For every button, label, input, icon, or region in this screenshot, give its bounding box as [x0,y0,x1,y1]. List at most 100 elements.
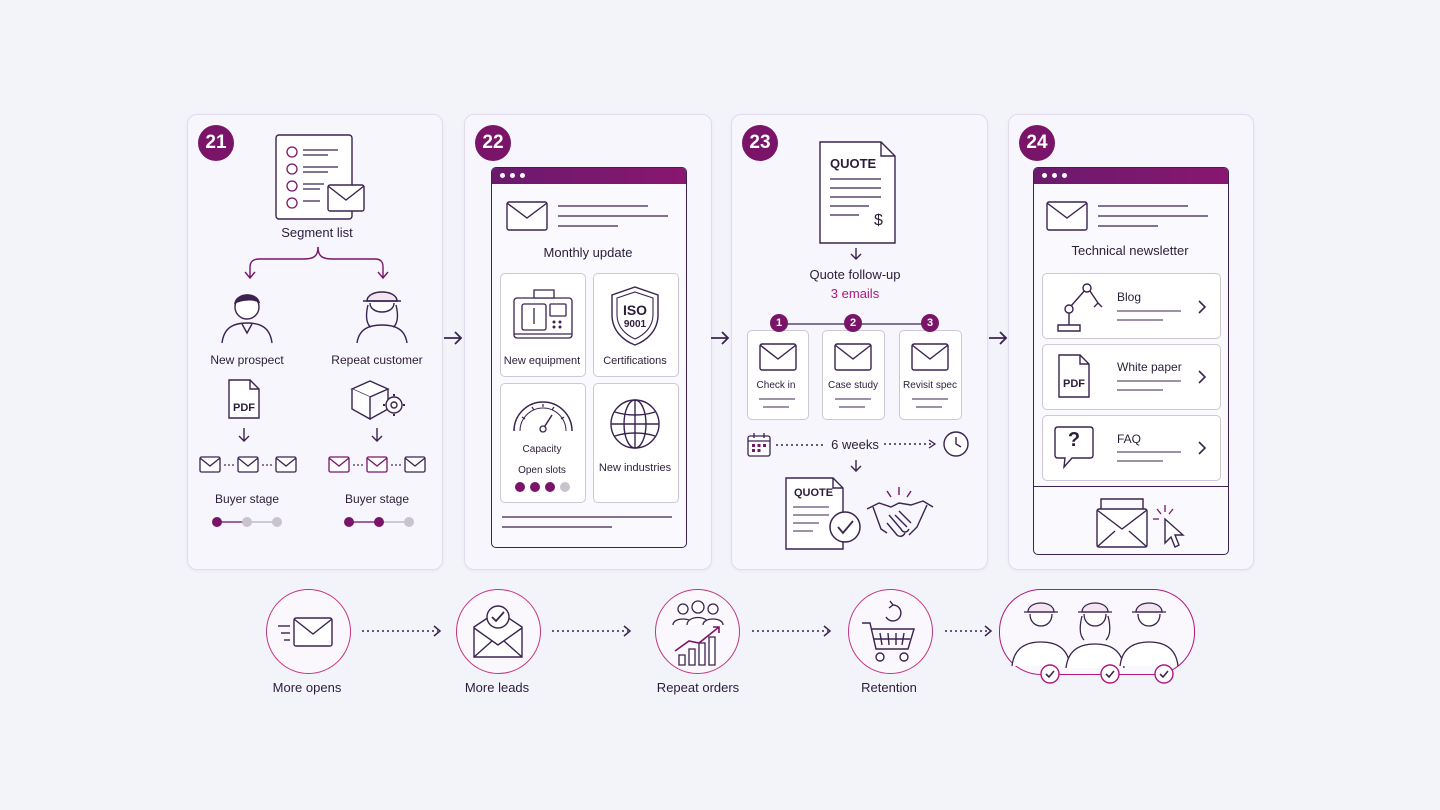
step-card-22: 22 Monthly update New equipment IS [464,114,712,570]
open-slots-label: Open slots [518,465,566,476]
calendar-icon [747,433,771,457]
email-step-label: Check in [756,380,796,391]
flow-arrow-icon [989,331,1008,345]
text-lines-icon [759,398,959,410]
down-arrow-icon [850,247,862,261]
outcome-label: More opens [272,680,342,695]
outcome-circle [848,589,933,674]
dotted-line-icon [776,443,828,447]
quote-label: QUOTE [830,156,877,171]
followup-title: Quote follow-up [809,267,901,282]
row-text-lines-icon [1117,311,1187,471]
step-badge: 21 [198,125,234,161]
pdf-icon [228,379,260,419]
flow-arrow-icon [444,331,463,345]
step-badge: 24 [1019,125,1055,161]
dotted-arrow-icon [884,438,938,450]
envelope-icon [1046,201,1088,231]
step-card-24: 24 Technical newsletter Blog P [1008,114,1254,570]
dotted-arrow-icon [362,625,444,637]
clock-icon [943,431,969,457]
window-titlebar [492,168,686,184]
cnc-machine-icon [512,288,574,344]
dotted-arrow-icon [552,625,634,637]
quote-label: QUOTE [794,487,834,499]
question-mark: ? [1067,429,1081,451]
cart-refresh-icon [860,599,920,665]
team-growth-icon [667,601,729,667]
email-sequence-icon [199,456,297,474]
followup-count: 3 emails [830,286,880,301]
step-badge: 22 [475,125,511,161]
content-row-label: Blog [1117,290,1142,304]
box-gear-icon [348,379,408,421]
down-arrow-icon [238,427,250,443]
duration-label: 6 weeks [831,437,879,452]
buyer-stage-label: Buyer stage [344,492,410,506]
chevron-right-icon[interactable] [1197,299,1207,315]
handshake-icon [865,485,935,543]
stage-progress-icon [212,517,282,527]
stage-progress-icon [344,517,414,527]
pdf-label: PDF [233,402,255,414]
buyer-stage-label: Buyer stage [214,492,280,506]
open-envelope-click-icon [1091,495,1187,551]
person-icon [218,287,276,345]
down-arrow-icon [371,427,383,443]
text-lines-icon [1098,205,1210,229]
chevron-right-icon[interactable] [1197,369,1207,385]
step-card-23: 23 QUOTE $ Quote follow-up 3 emails 1 2 … [731,114,988,570]
persona-repeat-customer: Repeat customer [331,353,423,367]
flow-arrow-icon [711,331,730,345]
tile-capacity [500,383,586,503]
robot-arm-icon [1054,281,1104,333]
workers-team-icon [1006,594,1188,688]
tile-label: New equipment [503,355,581,367]
pdf-icon [1058,354,1090,398]
envelope-icon [911,343,949,371]
email-step-label: Case study [827,380,879,391]
email-step-label: Revisit spec [903,380,957,391]
newsletter-title: Technical newsletter [1071,243,1189,258]
outcome-label: Retention [861,680,917,695]
persona-new-prospect: New prospect [210,353,284,367]
text-lines-icon [558,205,670,229]
iso-number: 9001 [623,319,647,330]
newsletter-title: Monthly update [543,245,633,260]
split-arrow-icon [243,245,393,281]
tile-label: Capacity [522,444,562,455]
dotted-arrow-icon [945,625,995,637]
gauge-icon [510,395,576,435]
email-step-card [822,330,885,420]
tile-label: New industries [598,462,672,474]
globe-icon [609,398,661,450]
segment-list-label: Segment list [281,225,353,240]
email-number-badge: 1 [770,314,788,332]
quote-approved-icon [785,477,865,551]
iso-text: ISO [622,302,648,318]
pdf-badge: PDF [1063,378,1085,390]
envelope-icon [328,185,364,211]
envelope-icon [506,201,548,231]
email-number-badge: 2 [844,314,862,332]
footer-lines-icon [502,516,674,530]
email-sequence-icon [328,456,426,474]
tile-label: Certifications [603,355,667,367]
outcome-label: Repeat orders [656,680,740,695]
contact-list-icon [276,135,366,221]
window-titlebar [1034,168,1228,184]
envelope-speed-icon [276,612,342,652]
dotted-arrow-icon [752,625,834,637]
envelope-icon [834,343,872,371]
down-arrow-icon [850,459,862,473]
email-number-badge: 3 [921,314,939,332]
certificate-badge-icon [608,285,662,349]
quote-document-icon [819,141,897,245]
question-bubble-icon [1054,425,1094,469]
currency-symbol: $ [874,212,883,229]
chevron-right-icon[interactable] [1197,440,1207,456]
worker-icon [353,285,411,345]
slot-dots-icon [515,482,570,492]
outcome-label: More leads [464,680,530,695]
